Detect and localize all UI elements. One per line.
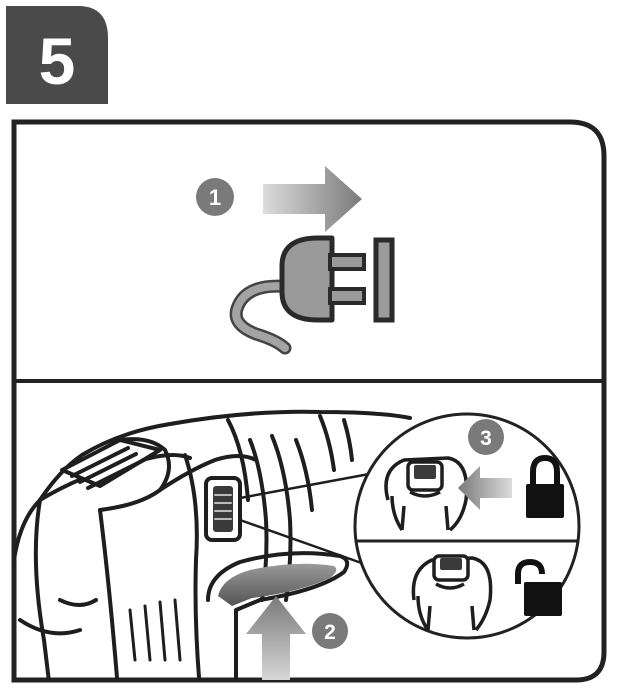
step-number: 5 — [39, 24, 76, 98]
arrow-left-icon — [458, 466, 512, 510]
arrow-up-icon — [246, 596, 306, 680]
callout-1-label: 1 — [209, 185, 221, 210]
bottom-panel: 2 — [14, 409, 412, 680]
power-tool-housing-icon — [14, 409, 412, 680]
panel-frame — [11, 119, 607, 683]
switch-zoom-detail: 3 — [353, 412, 581, 640]
callout-3-label: 3 — [480, 427, 492, 450]
arrow-right-icon — [263, 166, 362, 232]
power-plug-icon — [229, 235, 366, 355]
step-badge: 5 — [6, 6, 108, 104]
callout-3: 3 — [468, 419, 504, 455]
callout-2: 2 — [312, 613, 348, 649]
callout-1: 1 — [196, 178, 234, 216]
top-panel: 1 — [196, 166, 395, 355]
padlock-unlocked-icon — [515, 558, 562, 616]
socket-icon — [373, 237, 395, 323]
switch-unlocked-view — [411, 554, 493, 632]
switch-locked-view — [384, 456, 469, 532]
padlock-locked-icon — [526, 454, 564, 518]
callout-2-label: 2 — [324, 621, 336, 644]
